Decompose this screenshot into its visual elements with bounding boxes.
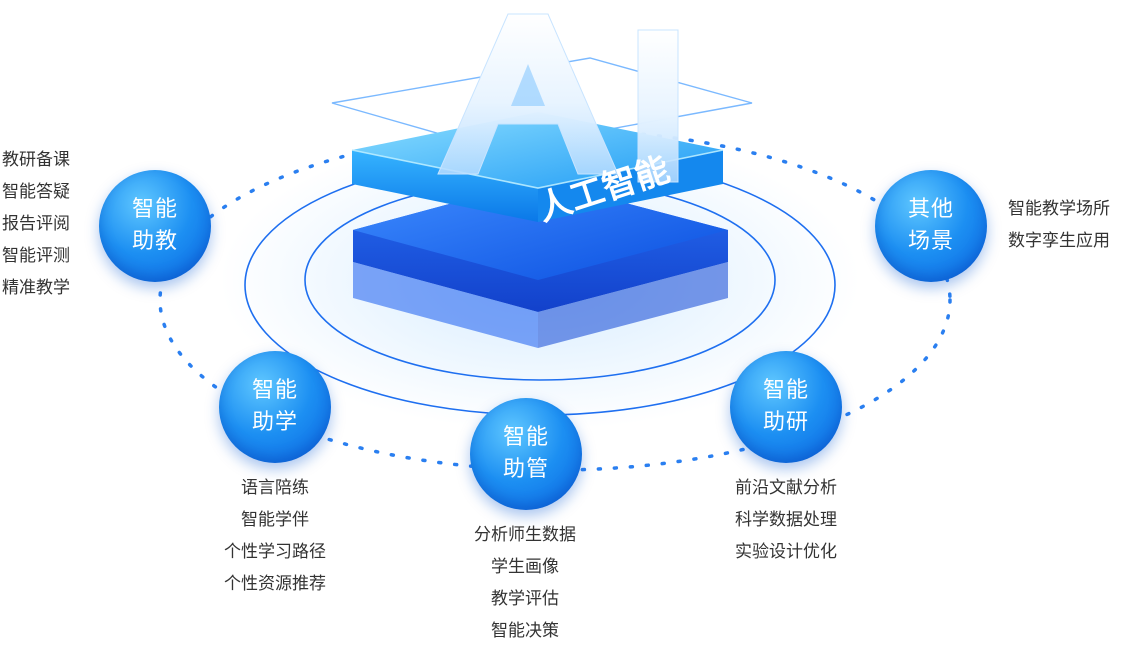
list-item: 智能答疑: [2, 182, 70, 202]
dotted-orbit: [158, 128, 952, 472]
node-smart-research[interactable]: 智能 助研: [730, 351, 842, 463]
list-item: 精准教学: [2, 278, 70, 298]
list-item: 智能学伴: [241, 510, 309, 530]
list-item: 实验设计优化: [735, 542, 837, 562]
list-item: 教研备课: [2, 150, 70, 170]
list-item: 语言陪练: [241, 478, 309, 498]
list-item: 个性学习路径: [224, 542, 326, 562]
list-item: 智能教学场所: [1008, 199, 1110, 219]
node-label-line2: 助研: [762, 410, 809, 435]
node-label-line2: 场景: [907, 229, 954, 254]
items-smart-learning: 语言陪练 智能学伴 个性学习路径 个性资源推荐: [205, 472, 345, 600]
list-item: 报告评阅: [2, 214, 70, 234]
list-item: 教学评估: [491, 589, 559, 609]
node-label-line2: 助管: [502, 457, 549, 482]
node-smart-teaching[interactable]: 智能 助教: [99, 170, 211, 282]
node-label-line1: 智能: [502, 425, 549, 450]
list-item: 科学数据处理: [735, 510, 837, 530]
node-smart-management[interactable]: 智能 助管: [470, 398, 582, 510]
node-other-scenarios[interactable]: 其他 场景: [875, 170, 987, 282]
platform-lower: [353, 180, 728, 348]
list-item: 前沿文献分析: [735, 478, 837, 498]
node-label-line1: 智能: [131, 197, 178, 222]
list-item: 分析师生数据: [474, 525, 576, 545]
items-smart-research: 前沿文献分析 科学数据处理 实验设计优化: [716, 472, 856, 568]
list-item: 学生画像: [491, 557, 559, 577]
items-smart-teaching: 教研备课 智能答疑 报告评阅 智能评测 精准教学: [2, 144, 70, 304]
node-label-line2: 助教: [131, 229, 178, 254]
node-label-line1: 其他: [907, 197, 954, 222]
list-item: 智能评测: [2, 246, 70, 266]
items-other-scenarios: 智能教学场所 数字孪生应用: [1008, 193, 1110, 257]
node-label-line2: 助学: [251, 410, 298, 435]
node-smart-learning[interactable]: 智能 助学: [219, 351, 331, 463]
list-item: 个性资源推荐: [224, 574, 326, 594]
items-smart-management: 分析师生数据 学生画像 教学评估 智能决策: [452, 519, 598, 647]
node-label-line1: 智能: [251, 378, 298, 403]
list-item: 智能决策: [491, 621, 559, 641]
node-label-line1: 智能: [762, 378, 809, 403]
list-item: 数字孪生应用: [1008, 231, 1110, 251]
ai-letters: [437, 13, 679, 183]
